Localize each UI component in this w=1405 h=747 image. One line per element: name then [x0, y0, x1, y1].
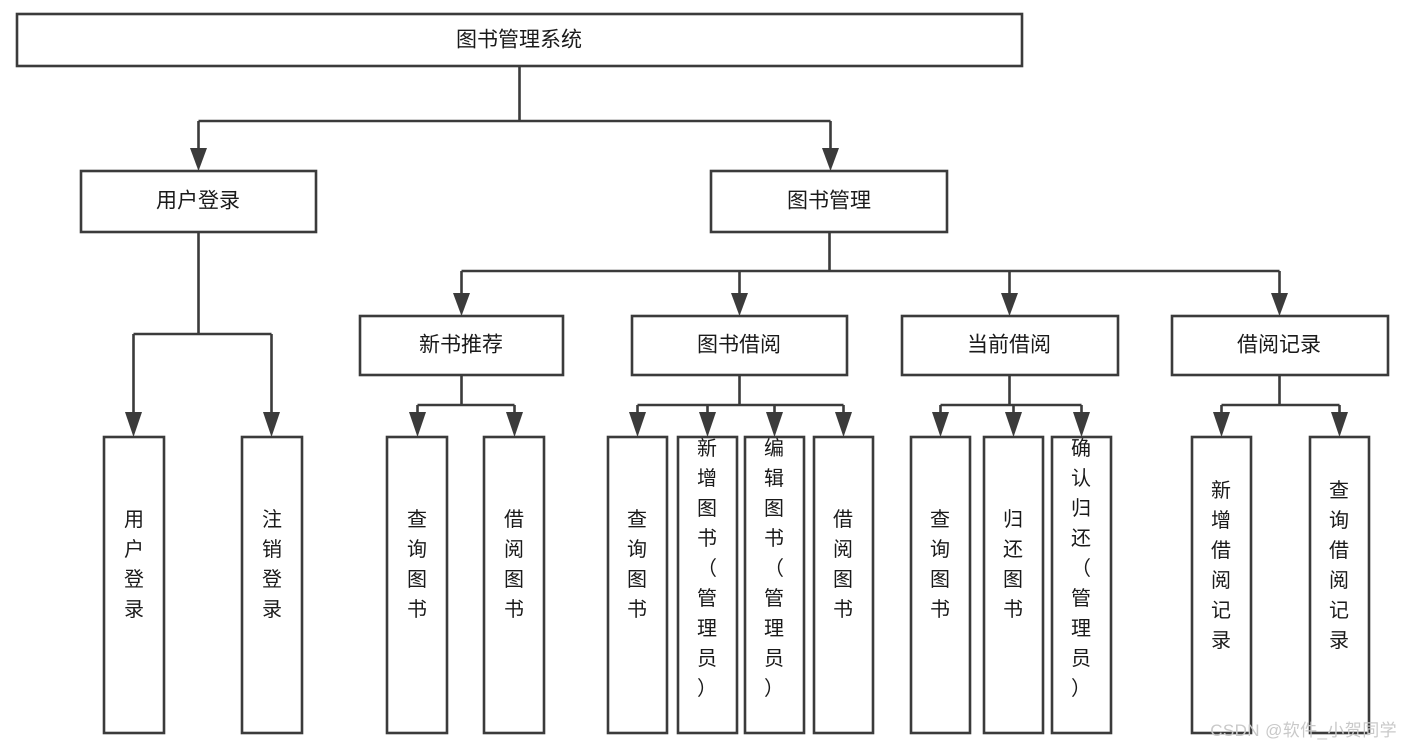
node-leaf-logout-box[interactable]	[240, 435, 304, 735]
node-current-borrow-label: 当前借阅	[967, 334, 1051, 357]
node-leaf-query-record[interactable]: 查询借阅记录	[1308, 435, 1371, 735]
node-leaf-borrow-book-1-box[interactable]	[482, 435, 546, 735]
connector-layer	[125, 66, 1348, 437]
arrow-bookborrow-to-add	[699, 412, 716, 437]
node-borrow-record-box[interactable]	[1170, 314, 1390, 377]
arrow-root-to-book-manage	[822, 148, 839, 171]
node-current-borrow-box[interactable]	[900, 314, 1120, 377]
arrow-currentborrow-to-query	[932, 412, 949, 437]
node-leaf-add-record-box[interactable]	[1190, 435, 1253, 735]
node-leaf-add-book-label: 新增图书（管理员）	[697, 437, 717, 700]
arrow-bookborrow-to-borrow	[835, 412, 852, 437]
arrow-bookmanage-to-borrowrecord	[1271, 293, 1288, 316]
node-leaf-edit-book-label: 编辑图书（管理员）	[764, 437, 784, 700]
node-book-borrow-label: 图书借阅	[697, 334, 781, 357]
node-leaf-borrow-book-2[interactable]: 借阅图书	[812, 435, 875, 735]
arrow-bookmanage-to-newbook	[453, 293, 470, 316]
node-leaf-query-book-1-box[interactable]	[385, 435, 449, 735]
node-leaf-confirm-return[interactable]: 确认归还（管理员）	[1050, 435, 1113, 735]
node-leaf-query-book-3-box[interactable]	[909, 435, 972, 735]
node-leaf-query-record-box[interactable]	[1308, 435, 1371, 735]
node-leaf-query-book-3[interactable]: 查询图书	[909, 435, 972, 735]
node-book-manage[interactable]: 图书管理	[709, 169, 949, 234]
node-user-login-box[interactable]	[79, 169, 318, 234]
arrow-bookmanage-to-currentborrow	[1001, 293, 1018, 316]
csdn-watermark: CSDN @软件_小贺同学	[1210, 721, 1397, 740]
arrow-userlogin-to-leaf1	[125, 412, 142, 437]
node-book-manage-box[interactable]	[709, 169, 949, 234]
node-leaf-user-login-label: 用户登录	[124, 509, 144, 621]
arrow-borrowrecord-to-query	[1331, 412, 1348, 437]
node-leaf-borrow-book-1-label: 借阅图书	[504, 508, 524, 621]
node-leaf-return-book-box[interactable]	[982, 435, 1045, 735]
arrow-currentborrow-to-return	[1005, 412, 1022, 437]
arrow-bookborrow-to-query	[629, 412, 646, 437]
node-new-book-recommend-label: 新书推荐	[419, 334, 503, 357]
arrow-newbook-to-query	[409, 412, 426, 437]
node-leaf-edit-book[interactable]: 编辑图书（管理员）	[743, 435, 806, 735]
arrow-currentborrow-to-confirm	[1073, 412, 1090, 437]
node-leaf-logout-label: 注销登录	[262, 508, 282, 621]
node-leaf-confirm-return-label: 确认归还（管理员）	[1071, 437, 1091, 700]
node-leaf-borrow-book-1[interactable]: 借阅图书	[482, 435, 546, 735]
node-leaf-query-book-2-label: 查询图书	[627, 508, 647, 621]
arrow-bookborrow-to-edit	[766, 412, 783, 437]
node-root[interactable]: 图书管理系统	[15, 12, 1024, 68]
node-book-manage-label: 图书管理	[787, 190, 871, 213]
arrow-userlogin-to-leaf2	[263, 412, 280, 437]
node-leaf-borrow-book-2-box[interactable]	[812, 435, 875, 735]
node-borrow-record-label: 借阅记录	[1237, 334, 1321, 357]
node-new-book-recommend-box[interactable]	[358, 314, 565, 377]
node-leaf-user-login[interactable]: 用户登录	[102, 435, 166, 735]
node-leaf-borrow-book-2-label: 借阅图书	[833, 508, 853, 621]
node-leaf-query-book-2-box[interactable]	[606, 435, 669, 735]
node-user-login-label: 用户登录	[156, 190, 240, 213]
node-leaf-edit-book-box[interactable]	[743, 435, 806, 735]
node-leaf-query-book-1-label: 查询图书	[407, 508, 427, 621]
node-leaf-add-record[interactable]: 新增借阅记录	[1190, 435, 1253, 735]
node-leaf-query-book-1[interactable]: 查询图书	[385, 435, 449, 735]
node-leaf-query-book-2[interactable]: 查询图书	[606, 435, 669, 735]
node-leaf-return-book-label: 归还图书	[1003, 508, 1023, 621]
arrow-root-to-user-login	[190, 148, 207, 171]
node-leaf-return-book[interactable]: 归还图书	[982, 435, 1045, 735]
node-leaf-logout[interactable]: 注销登录	[240, 435, 304, 735]
node-leaf-user-login-box[interactable]	[102, 435, 166, 735]
node-leaf-add-record-label: 新增借阅记录	[1211, 479, 1231, 652]
arrow-newbook-to-borrow	[506, 412, 523, 437]
arrow-borrowrecord-to-add	[1213, 412, 1230, 437]
node-root-box[interactable]	[15, 12, 1024, 68]
node-root-label: 图书管理系统	[456, 29, 582, 52]
node-leaf-add-book-box[interactable]	[676, 435, 739, 735]
node-book-borrow[interactable]: 图书借阅	[630, 314, 849, 377]
node-leaf-add-book[interactable]: 新增图书（管理员）	[676, 435, 739, 735]
node-user-login[interactable]: 用户登录	[79, 169, 318, 234]
node-leaf-query-record-label: 查询借阅记录	[1329, 479, 1349, 652]
arrow-bookmanage-to-bookborrow	[731, 293, 748, 316]
node-leaf-query-book-3-label: 查询图书	[930, 508, 950, 621]
node-leaf-confirm-return-box[interactable]	[1050, 435, 1113, 735]
node-new-book-recommend[interactable]: 新书推荐	[358, 314, 565, 377]
node-book-borrow-box[interactable]	[630, 314, 849, 377]
node-current-borrow[interactable]: 当前借阅	[900, 314, 1120, 377]
node-borrow-record[interactable]: 借阅记录	[1170, 314, 1390, 377]
